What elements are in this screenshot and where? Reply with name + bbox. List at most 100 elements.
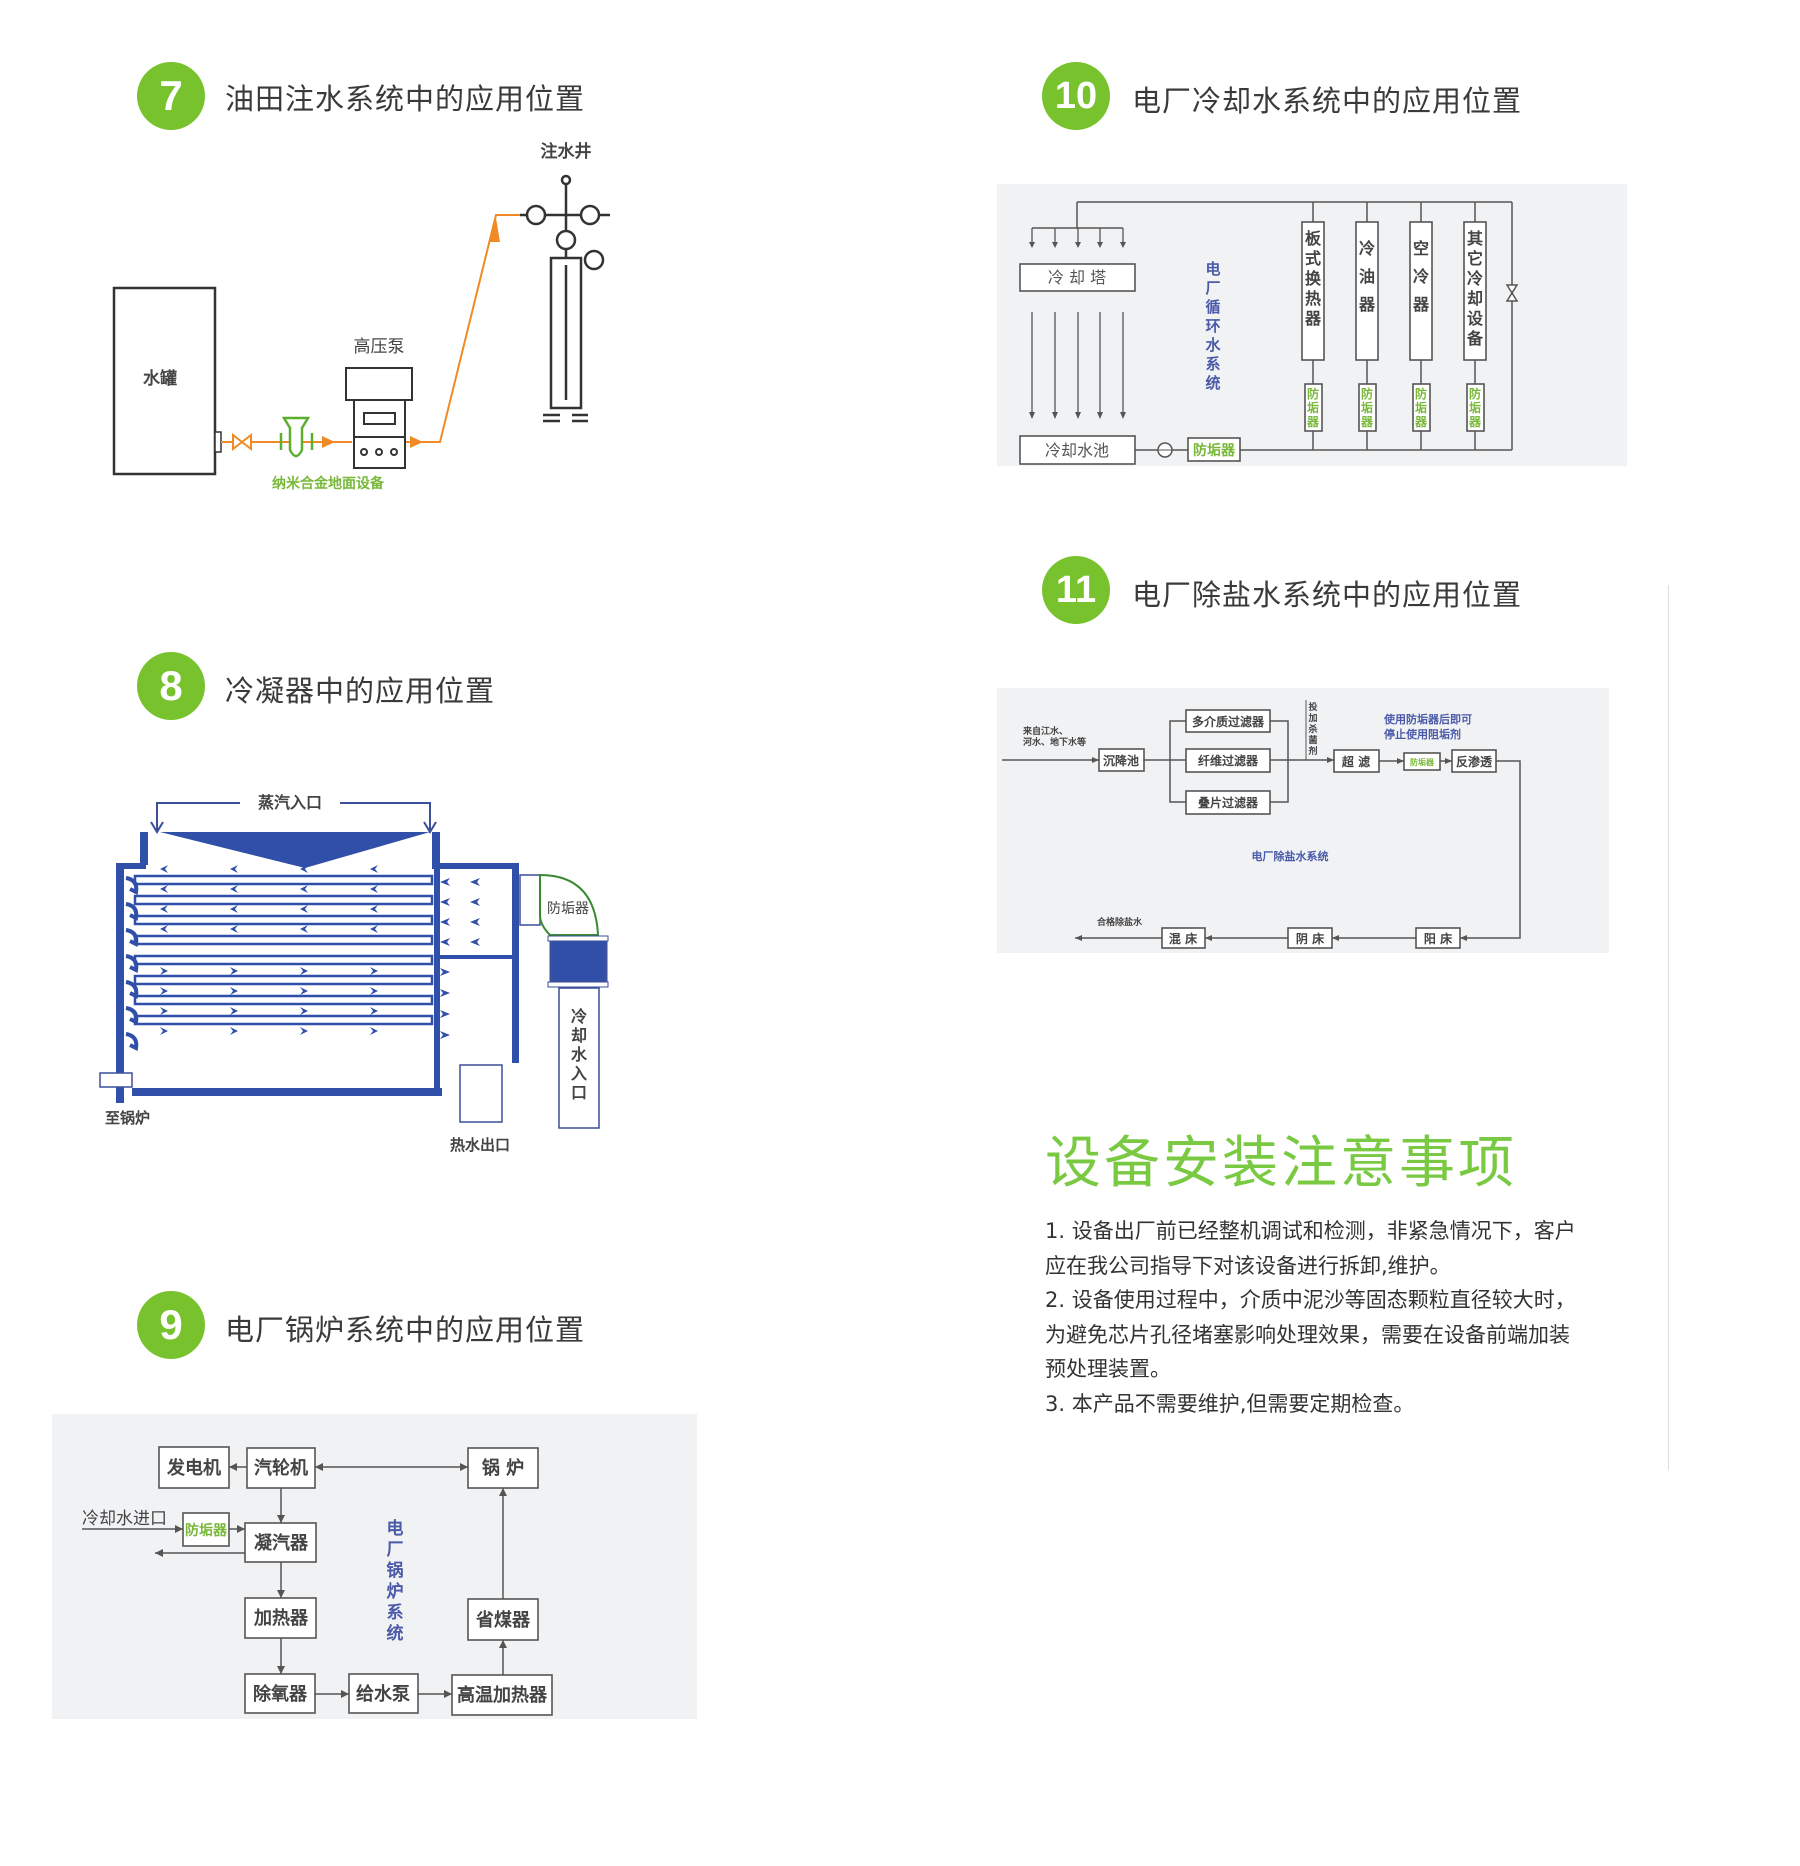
svg-text:器: 器 — [1468, 415, 1482, 429]
generator-box: 发电机 — [158, 1446, 230, 1489]
svg-text:水罐: 水罐 — [143, 368, 177, 389]
deaerator-box: 除氧器 — [244, 1673, 316, 1714]
svg-text:器: 器 — [1358, 295, 1376, 314]
svg-text:板: 板 — [1305, 229, 1322, 248]
svg-text:水: 水 — [1205, 336, 1221, 354]
arrow-icon — [1029, 242, 1035, 248]
svg-text:炉: 炉 — [387, 1581, 404, 1602]
condenser-diagram: 蒸汽入口 防垢器 冷 却 水 入 口 至锅炉 热水出口 — [99, 793, 609, 1154]
svg-text:汽轮机: 汽轮机 — [254, 1457, 308, 1479]
boiler-diagram: 发电机 汽轮机 锅 炉 冷却水进口 防垢器 凝汽器 加热器 除氧器 给水泵 高温… — [52, 1414, 697, 1719]
flow-arrow-icon — [440, 1010, 450, 1018]
svg-text:防垢器: 防垢器 — [1410, 757, 1435, 767]
flow-arrow-icon — [440, 918, 450, 926]
hp-heater-box: 高温加热器 — [451, 1674, 553, 1716]
svg-text:防: 防 — [1307, 386, 1319, 401]
svg-text:垢: 垢 — [1361, 400, 1373, 415]
svg-text:口: 口 — [571, 1083, 587, 1102]
arrow-icon — [1120, 242, 1126, 248]
install-notes: 1. 设备出厂前已经整机调试和检测，非紧急情况下，客户应在我公司指导下对该设备进… — [1045, 1214, 1585, 1421]
svg-text:空: 空 — [1413, 239, 1429, 258]
flow-arrow-icon — [370, 925, 378, 933]
section-badge-7: 7 — [137, 62, 205, 130]
flow-arrow-icon — [300, 885, 308, 893]
svg-text:凝汽器: 凝汽器 — [254, 1532, 309, 1554]
svg-text:菌: 菌 — [1308, 734, 1317, 746]
arrow-icon — [1052, 242, 1058, 248]
svg-text:加: 加 — [1307, 712, 1317, 724]
mixed-bed-box: 混 床 — [1161, 927, 1206, 949]
cooling-inlet-label: 冷 却 水 入 口 — [571, 1007, 588, 1102]
output-label: 合格除盐水 — [1097, 916, 1143, 928]
descaler-box: 防垢器 — [1403, 752, 1441, 771]
flow-arrow-icon — [440, 989, 450, 997]
arrow-icon — [490, 218, 500, 242]
section-title-10: 电厂冷却水系统中的应用位置 — [1132, 84, 1523, 118]
water-tank: 水罐 — [112, 286, 222, 476]
svg-text:剂: 剂 — [1307, 745, 1317, 757]
svg-text:器: 器 — [1412, 295, 1430, 314]
flow-arrow-icon — [300, 1027, 308, 1035]
arrow-icons — [1075, 757, 1467, 941]
divider-line — [1668, 585, 1669, 1470]
flow-arrow-icon — [470, 878, 480, 886]
wellhead — [520, 174, 610, 423]
flow-arrow-icon — [160, 987, 168, 995]
desal-flow-lines — [1002, 720, 1521, 939]
flow-arrow-icon — [300, 987, 308, 995]
flow-arrow-icon — [470, 898, 480, 906]
svg-text:换: 换 — [1305, 269, 1322, 288]
flow-arrow-icon — [300, 925, 308, 933]
section-badge-8: 8 — [137, 652, 205, 720]
filter-box: 多介质过滤器 — [1185, 709, 1271, 733]
section-badge-10: 10 — [1042, 62, 1110, 130]
flow-arrow-icon — [370, 1027, 378, 1035]
arrow-icon — [1029, 412, 1035, 419]
flow-arrow-icon — [230, 1007, 238, 1015]
svg-text:混 床: 混 床 — [1169, 931, 1198, 946]
svg-text:电: 电 — [387, 1518, 404, 1539]
hot-water-outlet — [99, 1064, 503, 1123]
install-notes-heading: 设备安装注意事项 — [1045, 1131, 1517, 1196]
economizer-box: 省煤器 — [467, 1598, 539, 1641]
flow-arrow-icon — [160, 885, 168, 893]
svg-text:其: 其 — [1467, 229, 1483, 248]
pump-icon — [1157, 442, 1173, 458]
boiler-system-label: 电 厂 锅 炉 系 统 — [387, 1518, 404, 1644]
svg-text:冷: 冷 — [571, 1007, 587, 1026]
flow-arrow-icon — [230, 987, 238, 995]
settling-tank-box: 沉降池 — [1098, 748, 1145, 772]
cooling-inlet-label: 冷却水进口 — [82, 1509, 167, 1529]
svg-text:却: 却 — [1467, 289, 1483, 308]
svg-text:循: 循 — [1205, 298, 1220, 316]
flow-arrow-icon — [470, 918, 480, 926]
section-title-11: 电厂除盐水系统中的应用位置 — [1132, 578, 1523, 612]
flow-arrow-icon — [440, 878, 450, 886]
flow-arrow-icon — [125, 928, 139, 948]
svg-text:系: 系 — [387, 1603, 404, 1623]
svg-text:热: 热 — [1305, 289, 1321, 308]
desal-system-label: 电厂除盐水系统 — [1252, 849, 1329, 863]
svg-text:省煤器: 省煤器 — [475, 1609, 531, 1631]
condenser-shell — [116, 832, 519, 1103]
svg-text:杀: 杀 — [1308, 723, 1317, 735]
arrow-icon — [1097, 412, 1103, 419]
flow-arrow-icon — [230, 905, 238, 913]
flow-arrow-icon — [370, 967, 378, 975]
cooling-pool-box: 冷却水池 — [1019, 435, 1136, 465]
svg-text:加热器: 加热器 — [253, 1607, 309, 1629]
section-title-8: 冷凝器中的应用位置 — [225, 674, 496, 708]
flow-arrow-icon — [230, 967, 238, 975]
note-item: 2. 设备使用过程中，介质中泥沙等固态颗粒直径较大时，为避免芯片孔径堵塞影响处理… — [1045, 1288, 1576, 1381]
arrow-icon — [1052, 412, 1058, 419]
flow-arrow-icon — [370, 865, 378, 873]
flow-arrow-icon — [230, 865, 238, 873]
svg-text:电: 电 — [1205, 260, 1220, 278]
svg-text:防垢器: 防垢器 — [185, 1522, 228, 1539]
svg-text:入: 入 — [571, 1064, 587, 1083]
svg-text:统: 统 — [387, 1623, 404, 1644]
flow-arrow-icon — [370, 905, 378, 913]
section-badge-11: 11 — [1042, 556, 1110, 624]
